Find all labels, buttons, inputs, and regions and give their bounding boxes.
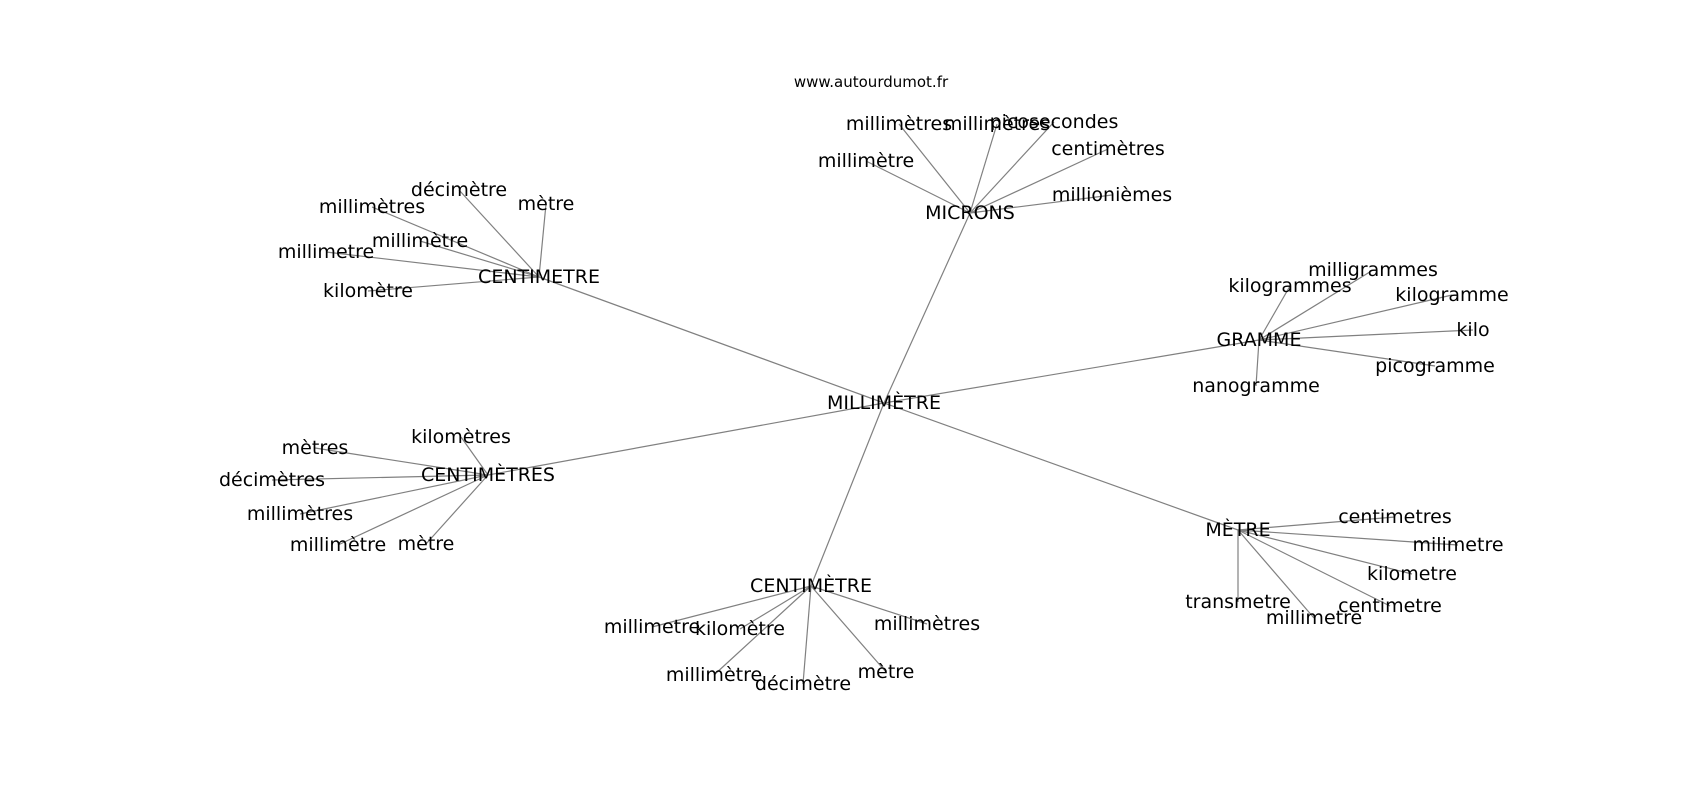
graph-edge: [271, 474, 489, 481]
leaf-node[interactable]: millimètre: [372, 230, 468, 252]
center-node[interactable]: MILLIMÈTRE: [827, 391, 941, 414]
leaf-node[interactable]: millimètres: [846, 113, 952, 135]
leaf-node[interactable]: millimètres: [247, 503, 353, 525]
graph-edge: [458, 189, 540, 278]
leaf-node[interactable]: kilometre: [1367, 563, 1457, 585]
graph-edge: [1258, 294, 1453, 341]
leaf-node[interactable]: kilo: [1456, 319, 1489, 341]
leaf-node[interactable]: centimetre: [1338, 595, 1442, 617]
leaf-node[interactable]: kilomètre: [323, 280, 413, 302]
leaf-node[interactable]: mètre: [518, 193, 575, 215]
leaf-node[interactable]: décimètres: [219, 469, 325, 491]
leaf-node[interactable]: milimetre: [1412, 534, 1503, 556]
leaf-node[interactable]: centimetres: [1338, 506, 1452, 528]
leaf-node[interactable]: kilomètres: [411, 426, 511, 448]
cluster-node[interactable]: CENTIMÈTRES: [421, 463, 555, 486]
graph-edge: [883, 339, 1260, 404]
graph-edge: [810, 402, 885, 587]
graph-edge: [651, 585, 812, 628]
leaf-node[interactable]: transmetre: [1185, 591, 1291, 613]
graph-edge: [538, 276, 885, 404]
leaf-node[interactable]: millimètres: [874, 613, 980, 635]
graph-edge: [865, 160, 971, 214]
leaf-node[interactable]: kilogrammes: [1228, 275, 1351, 297]
graph-edge: [969, 123, 998, 214]
graph-labels: MILLIMÈTREMICRONSmillimètresmillimètresp…: [219, 111, 1509, 695]
leaf-node[interactable]: millimètre: [290, 534, 386, 556]
leaf-node[interactable]: mètre: [858, 661, 915, 683]
graph-edge: [325, 251, 540, 278]
graph-edge: [883, 212, 971, 404]
graph-edge: [969, 148, 1109, 214]
graph-edge: [969, 121, 1055, 214]
graph-edge: [1258, 329, 1474, 341]
graph-edge: [487, 402, 885, 476]
graph-edge: [1237, 529, 1413, 575]
cluster-node[interactable]: MICRONS: [925, 202, 1015, 224]
graph-edge: [810, 585, 887, 673]
leaf-node[interactable]: millimètres: [319, 196, 425, 218]
graph-edge: [1255, 339, 1260, 387]
graph-edge: [314, 447, 489, 476]
leaf-node[interactable]: décimètre: [411, 179, 507, 201]
graph-edge: [1237, 529, 1459, 546]
leaf-node[interactable]: millimètre: [818, 150, 914, 172]
leaf-node[interactable]: mètre: [398, 533, 455, 555]
graph-edge: [810, 585, 928, 625]
graph-edge: [337, 474, 489, 546]
cluster-node[interactable]: CENTIMETRE: [478, 266, 600, 288]
leaf-node[interactable]: milligrammes: [1308, 259, 1438, 281]
graph-edge: [425, 474, 489, 545]
graph-edge: [883, 402, 1239, 531]
leaf-node[interactable]: millimetre: [604, 616, 700, 638]
leaf-node[interactable]: millimetre: [278, 241, 374, 263]
graph-edge: [1237, 529, 1391, 607]
graph-edge: [1237, 529, 1315, 619]
graph-edge: [538, 203, 547, 278]
graph-edge: [1258, 339, 1436, 367]
cluster-node[interactable]: MÈTRE: [1205, 518, 1270, 541]
graph-edge: [713, 585, 812, 676]
leaf-node[interactable]: picogramme: [1375, 355, 1495, 377]
graph-edge: [419, 240, 540, 278]
leaf-node[interactable]: millionièmes: [1052, 184, 1172, 206]
graph-edge: [802, 585, 812, 685]
graph-edge: [460, 436, 489, 476]
graph-edges: [271, 121, 1474, 685]
leaf-node[interactable]: kilomètre: [695, 618, 785, 640]
graph-edge: [1258, 269, 1374, 341]
graph-edge: [367, 276, 540, 292]
leaf-node[interactable]: picosecondes: [990, 111, 1119, 133]
leaf-node[interactable]: millimetre: [1266, 607, 1362, 629]
cluster-node[interactable]: CENTIMÈTRE: [750, 574, 872, 597]
graph-edge: [299, 474, 489, 515]
graph-edge: [969, 194, 1113, 214]
site-url[interactable]: www.autourdumot.fr: [794, 73, 949, 91]
graph-edge: [371, 206, 540, 278]
graph-edge: [1237, 516, 1396, 531]
leaf-node[interactable]: décimètre: [755, 673, 851, 695]
graph-edge: [739, 585, 812, 630]
leaf-node[interactable]: millimètres: [944, 113, 1050, 135]
leaf-node[interactable]: centimètres: [1051, 138, 1165, 160]
leaf-node[interactable]: millimètre: [666, 664, 762, 686]
leaf-node[interactable]: nanogramme: [1192, 375, 1320, 397]
graph-edge: [1258, 285, 1291, 341]
leaf-node[interactable]: mètres: [282, 437, 349, 459]
graph-edge: [898, 123, 971, 214]
cluster-node[interactable]: GRAMME: [1217, 329, 1302, 351]
leaf-node[interactable]: kilogramme: [1395, 284, 1508, 306]
